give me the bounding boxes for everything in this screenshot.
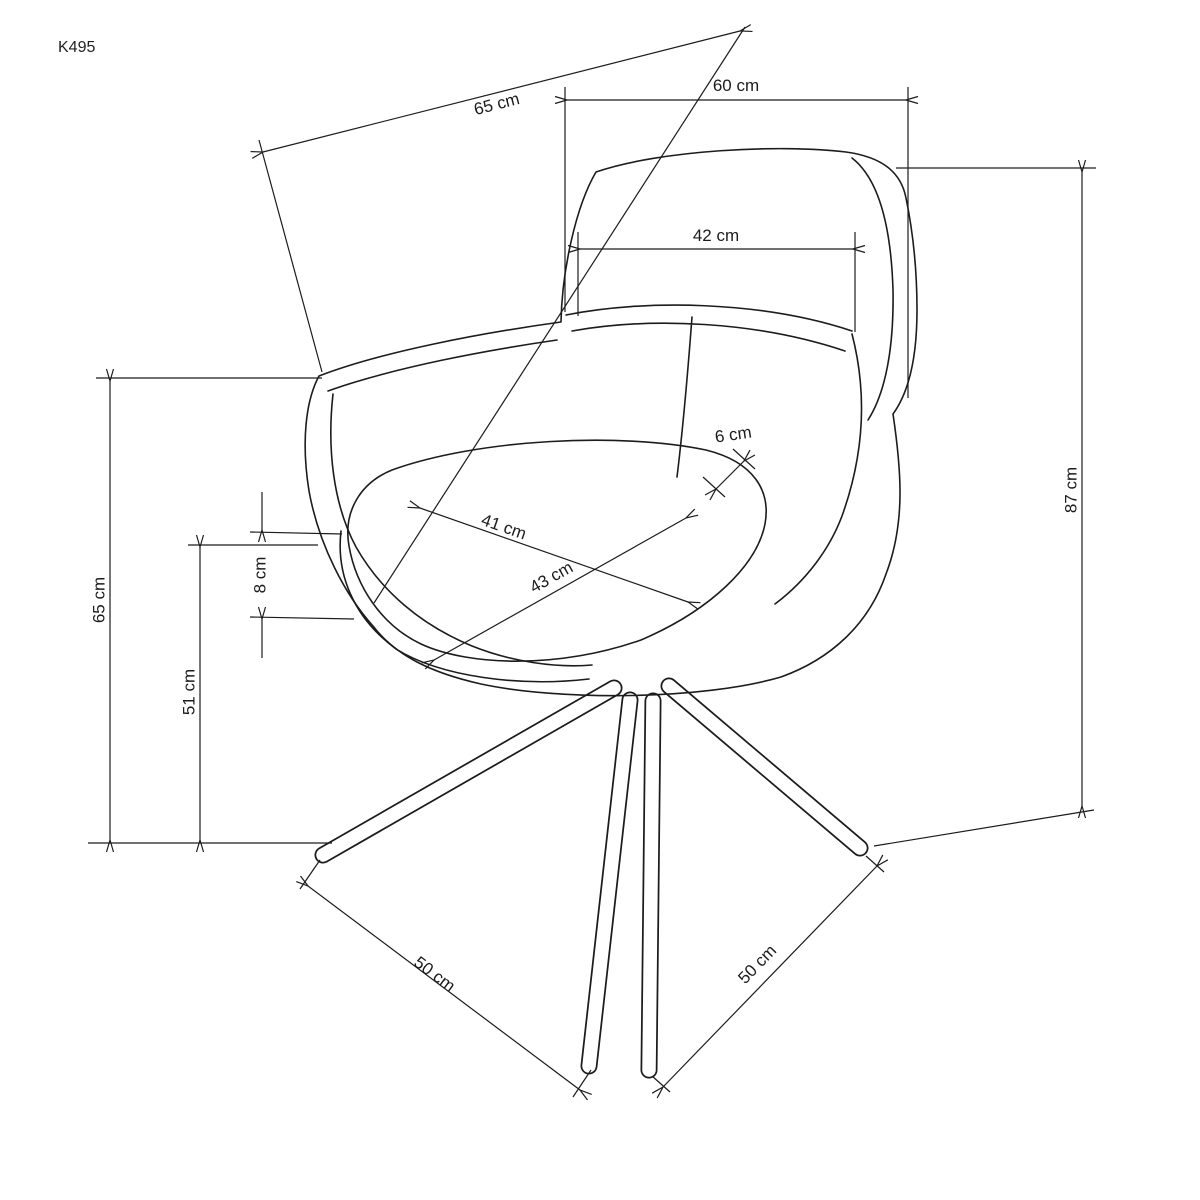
dimension-total-width: 60 cm [565, 76, 908, 398]
leg-front-fill [582, 693, 637, 1073]
leg-left-fill [316, 681, 621, 862]
backrest-center-seam [676, 316, 693, 478]
dimension-line [434, 518, 686, 660]
seat-cushion [339, 439, 767, 683]
dimension-line [663, 866, 877, 1087]
backrest-seam-upper [565, 304, 853, 332]
extension-line [299, 859, 321, 890]
chair-legs [314, 677, 869, 1079]
model-number: K495 [58, 39, 95, 56]
backrest-seam-lower [571, 322, 846, 352]
dimension-label-seat-depth: 43 cm [526, 558, 576, 597]
extension-line [702, 476, 726, 498]
dimension-backrest-width: 42 cm [578, 226, 855, 332]
dimension-label-base-depth: 50 cm [410, 953, 458, 996]
leg-right-fill [662, 679, 867, 855]
extension-line [249, 531, 343, 535]
dimension-total-height: 87 cm [873, 168, 1096, 847]
armrest-inner-edge [327, 339, 558, 392]
extension-line [732, 448, 756, 470]
extension-line [258, 139, 323, 373]
dimension-base-depth: 50 cm [299, 859, 592, 1098]
extension-line [373, 26, 746, 604]
dimension-line [263, 31, 740, 152]
extension-line [249, 616, 355, 620]
dimension-label-backrest-width: 42 cm [693, 226, 739, 245]
dimension-line [308, 886, 580, 1090]
dimension-label-base-width: 50 cm [734, 941, 780, 987]
dimension-label-armrest-height: 65 cm [89, 577, 108, 623]
dimension-seat-width: 41 cm [420, 508, 688, 602]
cushion-top-outline [347, 439, 767, 662]
dimension-cushion-thickness: 8 cm [249, 492, 355, 658]
shell-inner-right-wall [774, 333, 863, 605]
dimension-armrest-height: 65 cm [88, 378, 332, 843]
dimension-line [420, 508, 688, 602]
extension-line [873, 809, 1095, 847]
dimension-label-seat-width: 41 cm [479, 510, 529, 543]
chair-drawing [304, 147, 918, 1079]
wing-fold-line [851, 157, 894, 421]
dimension-label-total-depth: 65 cm [472, 89, 522, 119]
leg-back-fill [642, 694, 660, 1077]
dimension-line [716, 461, 744, 489]
extension-line [865, 855, 885, 873]
dimension-label-total-height: 87 cm [1061, 467, 1080, 513]
dimension-label-shell-gap: 6 cm [714, 423, 753, 447]
dimension-shell-gap: 6 cm [702, 423, 756, 498]
dimension-seat-height: 51 cm [179, 545, 318, 840]
dimension-seat-depth: 43 cm [434, 518, 686, 660]
chair-shell [304, 147, 918, 697]
extension-line [651, 1075, 671, 1093]
dimension-base-width: 50 cm [651, 855, 885, 1093]
dimension-label-cushion-thickness: 8 cm [250, 557, 269, 594]
shell-outline [304, 147, 918, 697]
cushion-side-edge [339, 530, 590, 683]
extension-line [572, 1069, 592, 1098]
dimension-label-seat-height: 51 cm [179, 669, 198, 715]
dimension-label-total-width: 60 cm [713, 76, 759, 95]
